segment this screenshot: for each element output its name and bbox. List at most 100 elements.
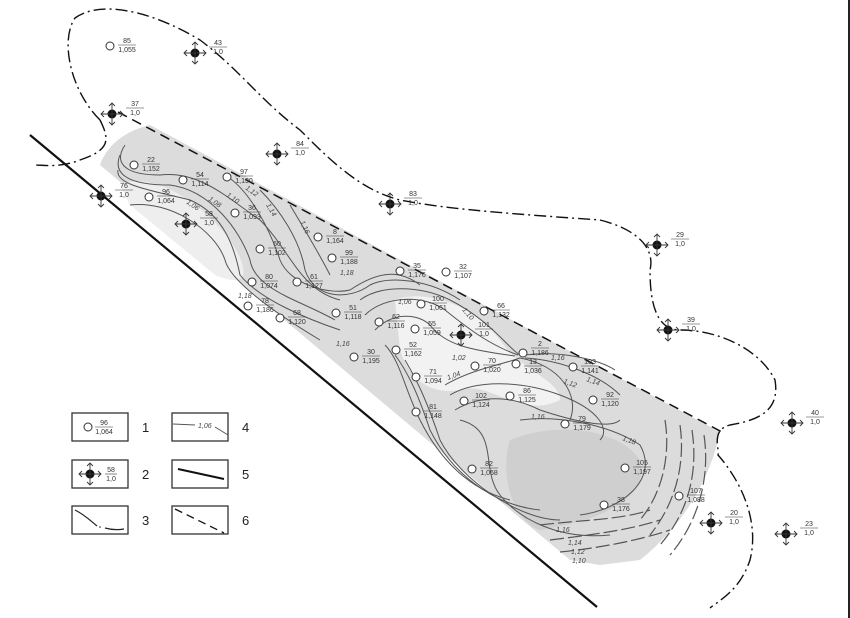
production-well[interactable]: 85 1,055 [105, 38, 136, 54]
production-well[interactable]: 961,064 [144, 189, 175, 205]
well-number: 38 [617, 497, 625, 504]
production-well[interactable]: 99 1,188 [327, 250, 358, 266]
production-well-icon [349, 352, 359, 362]
production-well[interactable]: 971,130 [222, 169, 253, 185]
well-number: 43 [214, 40, 222, 47]
well-number: 100 [432, 296, 444, 303]
production-well[interactable]: 601,102 [255, 241, 286, 257]
well-value: 1,093 [243, 214, 261, 221]
injection-well[interactable]: 841,0 [265, 141, 309, 166]
well-value: 1,186 [531, 350, 549, 357]
production-well[interactable]: 79 1,179 [560, 416, 591, 432]
injection-well[interactable]: 391,0 [656, 317, 700, 342]
production-well-icon [391, 345, 401, 355]
well-value: 1,164 [326, 238, 344, 245]
well-value: 1,141 [581, 368, 599, 375]
injection-well[interactable]: 401,0 [780, 410, 824, 435]
injection-well[interactable]: 831,0 [378, 191, 422, 216]
reservoir-light-zone [395, 296, 560, 406]
injection-well[interactable]: 291,0 [645, 232, 689, 257]
well-value: 1,179 [573, 425, 591, 432]
well-number: 102 [475, 393, 487, 400]
legend-number: 4 [242, 420, 249, 435]
well-number: 60 [273, 241, 281, 248]
isoline-label: 1,02 [452, 355, 466, 362]
well-value: 1,0 [810, 419, 820, 426]
production-well-icon [395, 266, 405, 276]
reservoir-light-zone [120, 181, 244, 281]
well-value: 1,059 [423, 330, 441, 337]
production-well[interactable]: 811,148 [411, 404, 442, 420]
isoline-label: 1,16 [336, 341, 350, 348]
production-well[interactable]: 781,186 [243, 298, 274, 314]
production-well[interactable]: 611,127 [292, 274, 323, 290]
legend-number: 3 [142, 513, 149, 528]
production-well[interactable]: 301,195 [349, 349, 380, 365]
production-well[interactable]: 511,118 [331, 305, 362, 321]
injection-well[interactable]: 581,0 [174, 211, 218, 236]
legend: 96 1,064 1 58 1,0 2 3 1,06 4 [71, 412, 249, 535]
legend-number: 5 [242, 467, 249, 482]
production-well[interactable]: 701,020 [470, 358, 501, 374]
injection-well[interactable]: 431,0 [183, 40, 227, 65]
production-well[interactable]: 821,068 [467, 461, 498, 477]
well-value: 1,176 [612, 506, 630, 513]
well-number: 79 [578, 416, 586, 423]
injection-well[interactable]: 371,0 [100, 101, 144, 126]
well-value: 1,188 [340, 259, 358, 266]
well-value: 1,0 [479, 331, 489, 338]
production-well[interactable]: 221,152 [129, 157, 160, 173]
production-well-icon [470, 361, 480, 371]
well-number: 35 [413, 263, 421, 270]
well-value: 1,055 [118, 47, 136, 54]
isoline-label: 1,06 [398, 299, 412, 306]
well-number: 70 [488, 358, 496, 365]
production-well-icon [292, 277, 302, 287]
well-value: 1,094 [424, 378, 442, 385]
production-well[interactable]: 621,116 [374, 314, 405, 330]
production-well[interactable]: 21,186 [518, 341, 549, 358]
well-number: 13 [529, 359, 537, 366]
isoline-label: 1,12 [571, 549, 585, 556]
well-value: 1,088 [687, 497, 705, 504]
legend-item-production-well: 96 1,064 1 [71, 412, 149, 442]
production-well[interactable]: 521,162 [391, 342, 422, 358]
production-well[interactable]: 321,107 [441, 264, 472, 280]
well-value: 1,116 [388, 323, 405, 330]
production-well[interactable]: 681,120 [275, 310, 306, 326]
production-well[interactable]: 38 1,176 [599, 497, 630, 513]
well-number: 84 [296, 141, 304, 148]
production-well[interactable]: 81,164 [313, 229, 344, 245]
production-well[interactable]: 131,036 [511, 359, 542, 375]
well-number: 85 [123, 38, 131, 45]
production-well[interactable]: 541,114 [178, 172, 209, 188]
production-well[interactable]: 361,093 [230, 205, 261, 221]
production-well[interactable]: 711,094 [411, 369, 442, 385]
well-number: 55 [428, 321, 436, 328]
well-number: 97 [240, 169, 248, 176]
production-well[interactable]: 861,125 [505, 388, 536, 404]
well-value: 1,127 [305, 283, 323, 290]
well-number: 81 [429, 404, 437, 411]
production-well-icon [505, 391, 515, 401]
injection-well-icon [449, 323, 473, 347]
production-well[interactable]: 351,176 [395, 263, 426, 279]
production-well-icon [518, 348, 528, 358]
production-well[interactable]: 801,074 [247, 274, 278, 290]
legend-sample-value: 1,064 [95, 429, 113, 436]
injection-well[interactable]: 231,0 [774, 521, 818, 546]
well-number: 99 [345, 250, 353, 257]
injection-well[interactable]: 201,0 [699, 510, 743, 535]
production-well[interactable]: 661,132 [479, 303, 510, 319]
production-well[interactable]: 55 1,059 [410, 321, 441, 337]
well-value: 1,114 [192, 181, 209, 188]
injection-well[interactable]: 761,0 [89, 183, 133, 208]
production-well[interactable]: 921,120 [588, 392, 619, 408]
legend-item-fault: 5 [171, 459, 249, 489]
